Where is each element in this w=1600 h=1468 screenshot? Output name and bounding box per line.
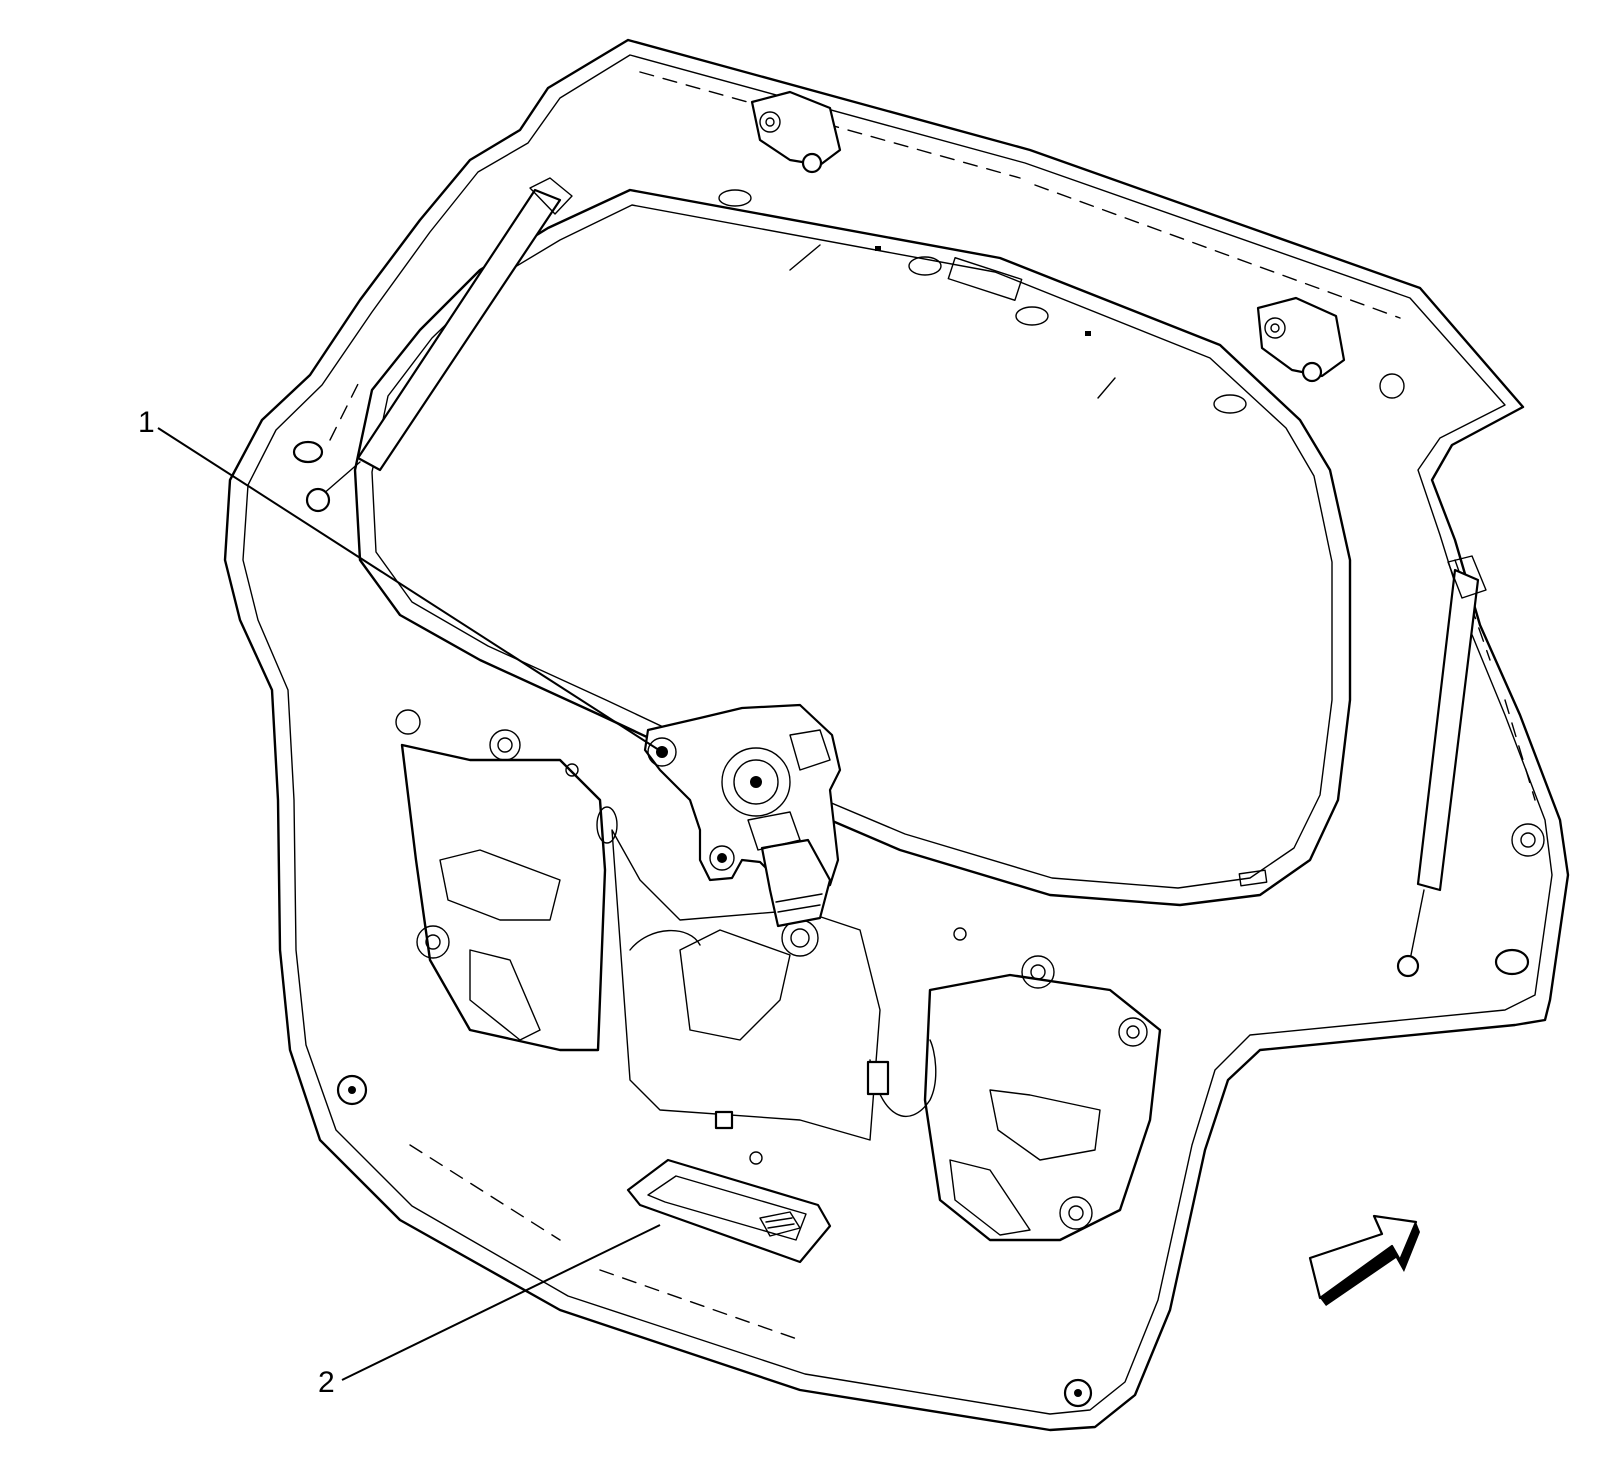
rear-wiper-motor bbox=[643, 703, 842, 928]
arrow-icon bbox=[1308, 1214, 1420, 1306]
left-gas-strut bbox=[292, 177, 573, 513]
liftgate-panel bbox=[223, 38, 1570, 1432]
right-gas-strut bbox=[1396, 555, 1530, 978]
callout-1-label: 1 bbox=[138, 406, 155, 439]
callout-2-leader bbox=[341, 1224, 661, 1381]
callout-1-leader bbox=[157, 427, 663, 753]
liftgate-handle-switch bbox=[626, 1158, 832, 1264]
right-hinge bbox=[1256, 296, 1346, 383]
top-features bbox=[718, 189, 1405, 414]
fasteners bbox=[336, 709, 1545, 1408]
callout-2-label: 2 bbox=[318, 1366, 335, 1399]
left-hinge bbox=[750, 90, 842, 174]
inner-panel bbox=[400, 743, 1162, 1242]
